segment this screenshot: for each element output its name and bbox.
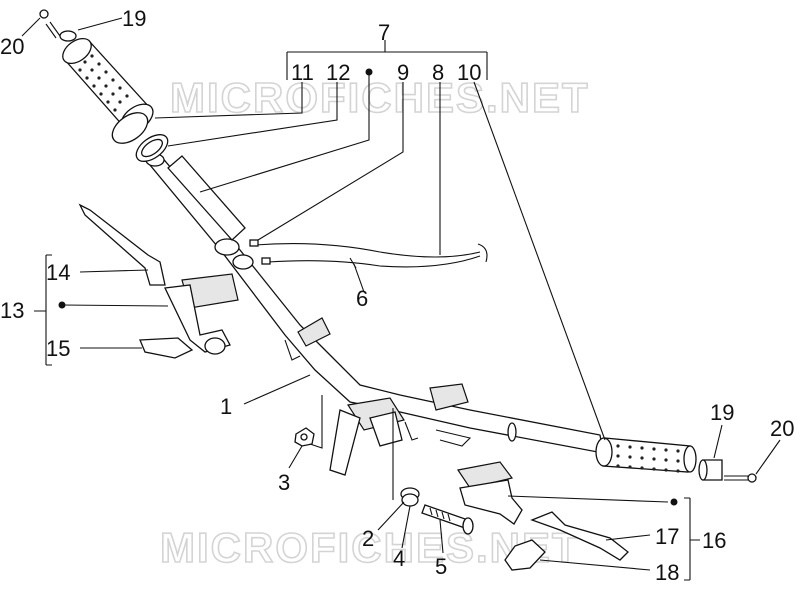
leader-lines [21, 17, 781, 581]
callout-5: 5 [435, 554, 447, 579]
callout-15: 15 [46, 336, 70, 361]
callout-16: 16 [702, 528, 726, 553]
callout-12: 12 [326, 60, 350, 85]
throttle-sleeve [167, 155, 246, 241]
callout-3: 3 [278, 470, 290, 495]
nut-3 [294, 427, 315, 447]
callout-10: 10 [457, 60, 481, 85]
callout-7: 7 [378, 20, 390, 45]
callout-2: 2 [362, 526, 374, 551]
callout-11: 11 [291, 60, 314, 85]
callout-dot-16 [670, 498, 678, 506]
callout-4: 4 [393, 546, 405, 571]
left-end-cap [39, 9, 77, 42]
callout-20-left: 20 [0, 34, 24, 59]
bolt-5 [421, 504, 474, 535]
callout-17: 17 [655, 524, 679, 549]
washer-nut [400, 487, 420, 507]
callout-19-left: 19 [122, 6, 146, 31]
left-master-cylinder [164, 273, 239, 355]
callout-20-right: 20 [770, 416, 794, 441]
callout-18: 18 [655, 560, 679, 585]
left-brake-lever [78, 203, 166, 286]
callout-19-right: 19 [710, 400, 734, 425]
callout-dot-12 [365, 68, 373, 76]
right-brake-lever [530, 511, 629, 561]
callout-14: 14 [46, 260, 70, 285]
throttle-cable [249, 239, 488, 269]
handlebar-tube [145, 153, 604, 476]
right-grip [595, 437, 697, 473]
callout-dot-13 [58, 301, 66, 309]
callout-8: 8 [432, 60, 444, 85]
left-clamp [139, 337, 194, 359]
callout-9: 9 [397, 60, 409, 85]
callout-13: 13 [0, 298, 24, 323]
right-end-cap [698, 459, 757, 483]
left-grip [62, 37, 154, 144]
callout-labels: 7 11 12 9 8 10 19 20 6 14 13 15 1 3 2 4 … [0, 6, 794, 585]
watermark-top: MICROFICHES.NET [170, 74, 590, 121]
callout-1: 1 [220, 394, 232, 419]
right-clamp [504, 539, 546, 571]
right-master-cylinder [456, 461, 523, 525]
callout-6: 6 [356, 286, 368, 311]
